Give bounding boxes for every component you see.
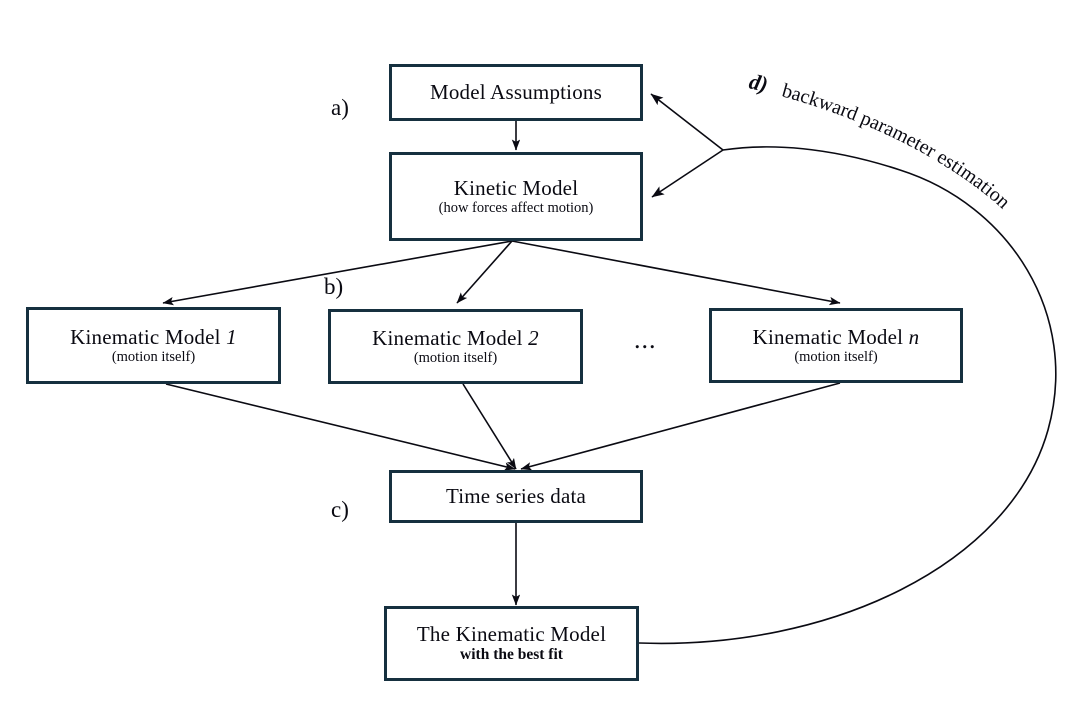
node-kinematic-model-1[interactable]: Kinematic Model 1 (motion itself) (26, 307, 281, 384)
edge-kinematic-2-to-timeseries (462, 383, 517, 470)
node-kinetic-model-subtitle: (how forces affect motion) (438, 199, 594, 216)
node-kinematic-model-1-title: Kinematic Model 1 (70, 326, 237, 348)
node-best-fit-model-title: The Kinematic Model (416, 622, 607, 647)
node-kinetic-model-title: Kinetic Model (453, 175, 579, 200)
node-kinematic-model-2-index: 2 (528, 325, 539, 350)
edge-kinetic-to-kinematic-2 (456, 240, 513, 304)
node-kinematic-model-2-subtitle: (motion itself) (413, 349, 498, 366)
edge-kinetic-to-kinematic-n (511, 240, 841, 306)
node-kinetic-model[interactable]: Kinetic Model (how forces affect motion) (389, 152, 643, 241)
feedback-label-text: backward parameter estimation (780, 80, 1015, 213)
node-best-fit-model-subtitle: with the best fit (460, 646, 563, 664)
edge-kinematic-n-to-timeseries (520, 382, 841, 471)
node-kinematic-model-n-index: n (908, 324, 920, 349)
node-kinematic-model-2-title-text: Kinematic Model (372, 325, 529, 350)
node-kinematic-model-1-subtitle: (motion itself) (111, 348, 196, 365)
node-time-series-data-title: Time series data (445, 484, 587, 509)
edge-feedback-to-assumptions (650, 93, 724, 151)
node-kinematic-model-2[interactable]: Kinematic Model 2 (motion itself) (328, 309, 583, 384)
node-kinematic-model-2-title: Kinematic Model 2 (372, 327, 539, 349)
node-time-series-data[interactable]: Time series data (389, 470, 643, 523)
node-model-assumptions-title: Model Assumptions (429, 80, 602, 105)
edge-feedback-loop (638, 146, 1057, 645)
node-kinematic-model-n[interactable]: Kinematic Model n (motion itself) (709, 308, 963, 383)
edge-kinematic-1-to-timeseries (165, 383, 516, 471)
node-model-assumptions[interactable]: Model Assumptions (389, 64, 643, 121)
node-kinematic-model-n-subtitle: (motion itself) (794, 348, 878, 365)
node-kinematic-model-1-index: 1 (226, 324, 237, 349)
feedback-label-prefix: d) (747, 68, 771, 97)
kinematic-models-ellipsis: ... (634, 325, 657, 354)
node-kinematic-model-n-title-text: Kinematic Model (752, 324, 909, 349)
node-kinematic-model-n-title: Kinematic Model n (753, 326, 920, 348)
stage-label-c: c) (331, 497, 349, 522)
node-kinematic-model-1-title-text: Kinematic Model (70, 324, 227, 349)
node-best-fit-model[interactable]: The Kinematic Model with the best fit (384, 606, 639, 681)
stage-label-b: b) (324, 274, 344, 299)
stage-label-a: a) (331, 95, 349, 120)
edge-feedback-to-kinetic (651, 149, 724, 198)
